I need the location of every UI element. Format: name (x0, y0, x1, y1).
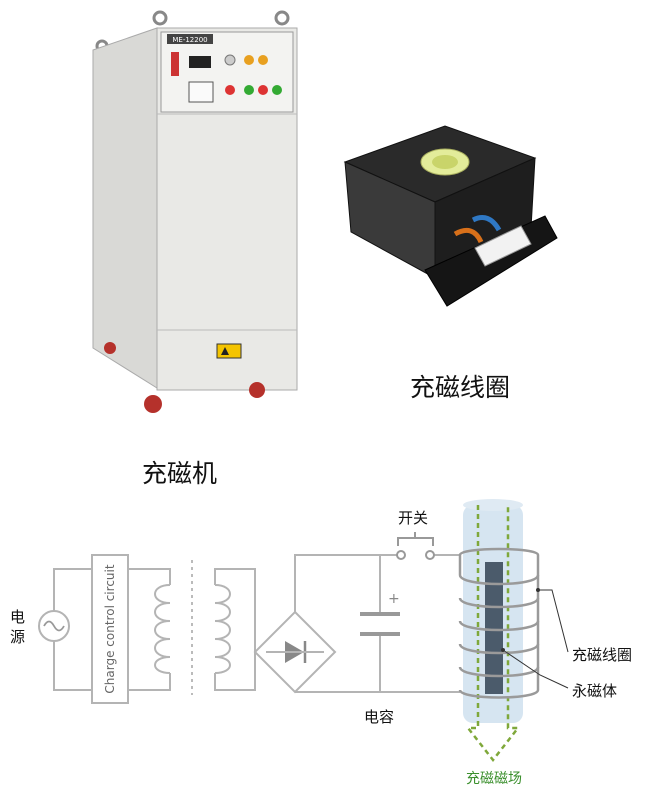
machine-model-plate: ME-12200 (172, 36, 207, 44)
control-box-label: Charge control circuit (103, 564, 117, 694)
magnet-leader-line (502, 649, 569, 689)
coil-label: 充磁线圈 (572, 646, 633, 664)
switch-label: 开关 (398, 509, 429, 527)
magnetizing-coil-windings (458, 547, 540, 699)
magnetizing-coil-image (343, 125, 558, 307)
magnet-label: 永磁体 (572, 682, 618, 700)
switch-lever (397, 537, 434, 546)
field-direction-arrow (465, 505, 521, 763)
magnetizer-machine-image: ME-12200 (92, 10, 298, 413)
capacitor-plus-sign: + (388, 591, 400, 607)
capacitor-label: 电容 (364, 708, 395, 726)
power-source-label: 电源 (10, 608, 26, 646)
magnetizer-caption: 充磁机 (142, 459, 218, 488)
charge-control-box (91, 554, 129, 704)
permanent-magnet (485, 562, 503, 694)
switch-contact-right (425, 550, 435, 560)
transformer-primary-coil (154, 584, 171, 674)
transformer-secondary-coil (214, 584, 231, 674)
field-label: 充磁磁场 (466, 771, 522, 787)
coil-caption: 充磁线圈 (410, 373, 511, 402)
coil-leader-line (538, 589, 569, 653)
switch-contact-left (396, 550, 406, 560)
